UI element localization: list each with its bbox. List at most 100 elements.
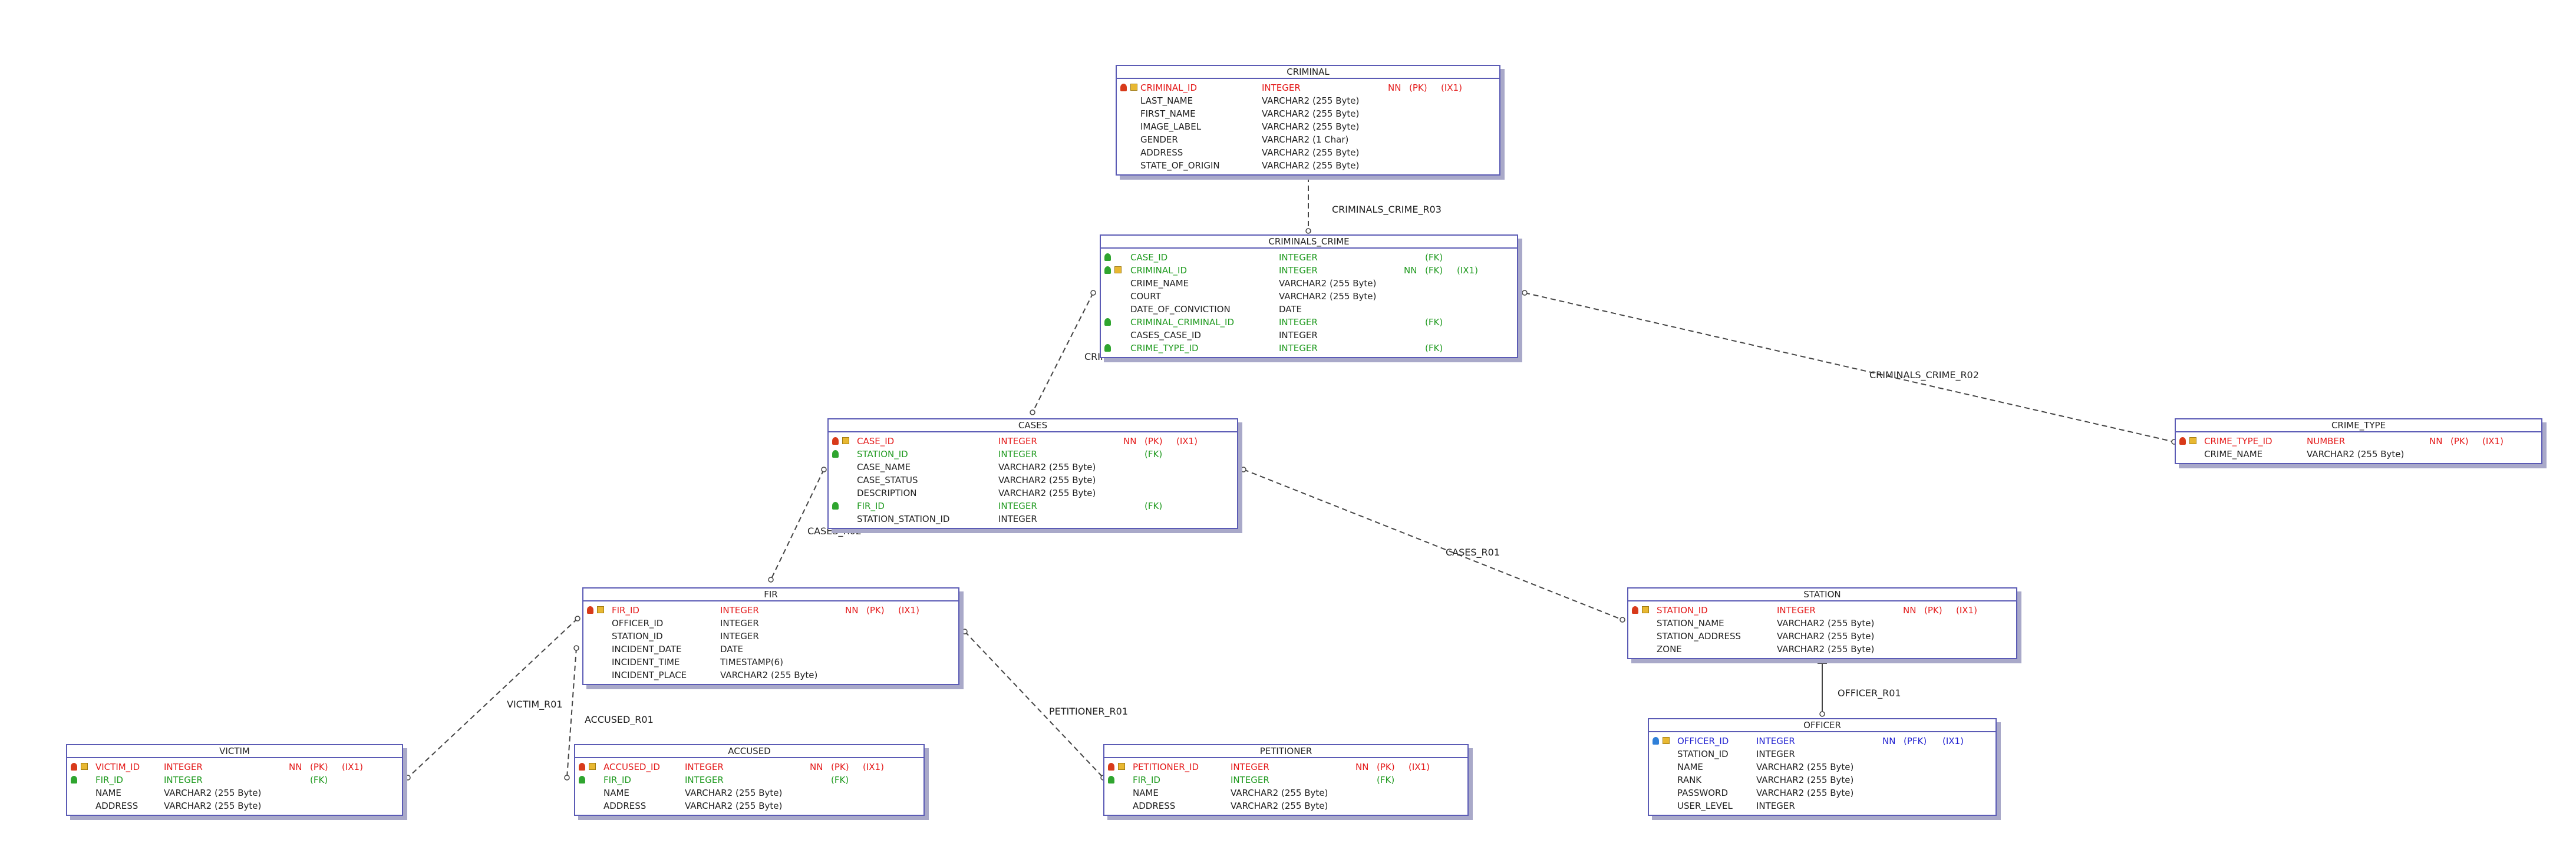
column-type: INTEGER (1262, 82, 1301, 93)
column-not-null: NN (810, 762, 823, 772)
column-key: (PK) (1924, 605, 1942, 616)
link-cases-r02[interactable] (770, 469, 824, 580)
link-victim-r01[interactable] (407, 618, 578, 778)
key-icons (1632, 606, 1649, 614)
link-cases-r01[interactable] (1243, 469, 1623, 620)
link-accused-r01[interactable] (566, 647, 577, 778)
end-marker (821, 467, 827, 472)
column-key: (FK) (831, 775, 849, 785)
column-type: INTEGER (1279, 317, 1318, 328)
column-type: DATE (720, 644, 744, 654)
column-index: (IX1) (1409, 762, 1430, 772)
key-icons (832, 450, 849, 458)
link-criminals-crime-r01[interactable] (1032, 292, 1094, 413)
label-officer-r01: OFFICER_R01 (1838, 687, 1901, 699)
link-petitioner-r01[interactable] (964, 631, 1104, 778)
column-name: OFFICER_ID (1677, 736, 1729, 746)
column-key: (PK) (1144, 436, 1163, 447)
end-marker (575, 616, 580, 621)
column-type: VARCHAR2 (255 Byte) (998, 488, 1096, 498)
key-icons (1120, 84, 1137, 92)
foreign-key-icon (832, 502, 839, 510)
column-key: (FK) (1425, 252, 1443, 263)
column-type: VARCHAR2 (255 Byte) (1777, 644, 1875, 654)
column-type: INTEGER (1231, 775, 1269, 785)
label-criminals-crime-r03: CRIMINALS_CRIME_R03 (1332, 204, 1442, 215)
column-name: CRIMINAL_ID (1140, 82, 1197, 93)
key-icons (1653, 737, 1670, 745)
column-not-null: NN (1404, 265, 1417, 276)
index-icon (1118, 763, 1125, 770)
column-key: (PK) (831, 762, 849, 772)
label-cases-r01: CASES_R01 (1446, 547, 1500, 558)
key-icons (1104, 253, 1121, 262)
column-name: NAME (603, 788, 629, 798)
link-criminals-crime-r02[interactable] (1524, 292, 2175, 442)
end-marker (962, 629, 968, 634)
end-marker (1819, 711, 1825, 717)
